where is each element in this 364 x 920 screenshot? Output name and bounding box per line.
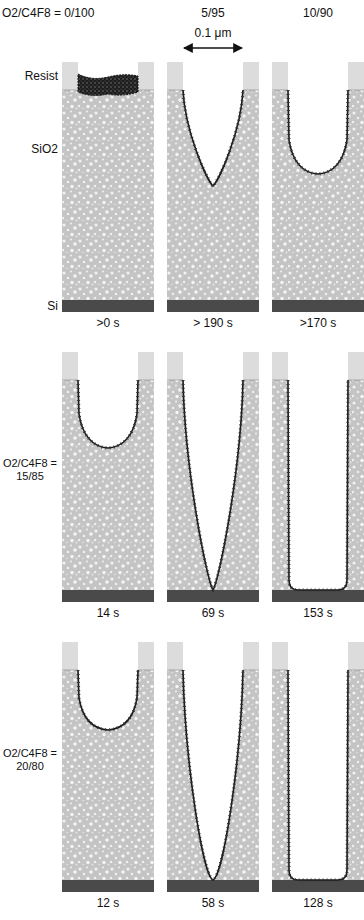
dimension-arrow — [184, 47, 242, 48]
profile-panel — [62, 62, 154, 312]
layer-label: SiO2 — [0, 142, 58, 156]
profile-panel — [62, 352, 154, 602]
dimension-label: 0.1 μm — [178, 26, 248, 40]
etch-time: 128 s — [278, 896, 358, 910]
etch-time: >0 s — [68, 316, 148, 330]
profile-panel — [62, 642, 154, 892]
profile-panel — [167, 62, 259, 312]
profile-panel — [167, 352, 259, 602]
etch-time: 58 s — [173, 896, 253, 910]
profile-panel — [167, 642, 259, 892]
etch-time: 12 s — [68, 896, 148, 910]
gas-ratio-label: O2/C4F8 = 20/80 — [0, 747, 60, 773]
etch-time: > 190 s — [173, 316, 253, 330]
gas-ratio-heading: O2/C4F8 = 0/100 — [2, 6, 132, 20]
profile-panel — [272, 642, 364, 892]
gas-ratio-label: O2/C4F8 = 15/85 — [0, 457, 60, 483]
etch-time: 69 s — [173, 606, 253, 620]
layer-label: Si — [0, 299, 58, 313]
etch-time: 153 s — [278, 606, 358, 620]
etch-time: 14 s — [68, 606, 148, 620]
profile-panel — [272, 352, 364, 602]
etch-time: >170 s — [278, 316, 358, 330]
gas-ratio-heading: 10/90 — [288, 6, 348, 20]
layer-label: Resist — [0, 69, 58, 83]
gas-ratio-heading: 5/95 — [183, 6, 243, 20]
profile-panel — [272, 62, 364, 312]
